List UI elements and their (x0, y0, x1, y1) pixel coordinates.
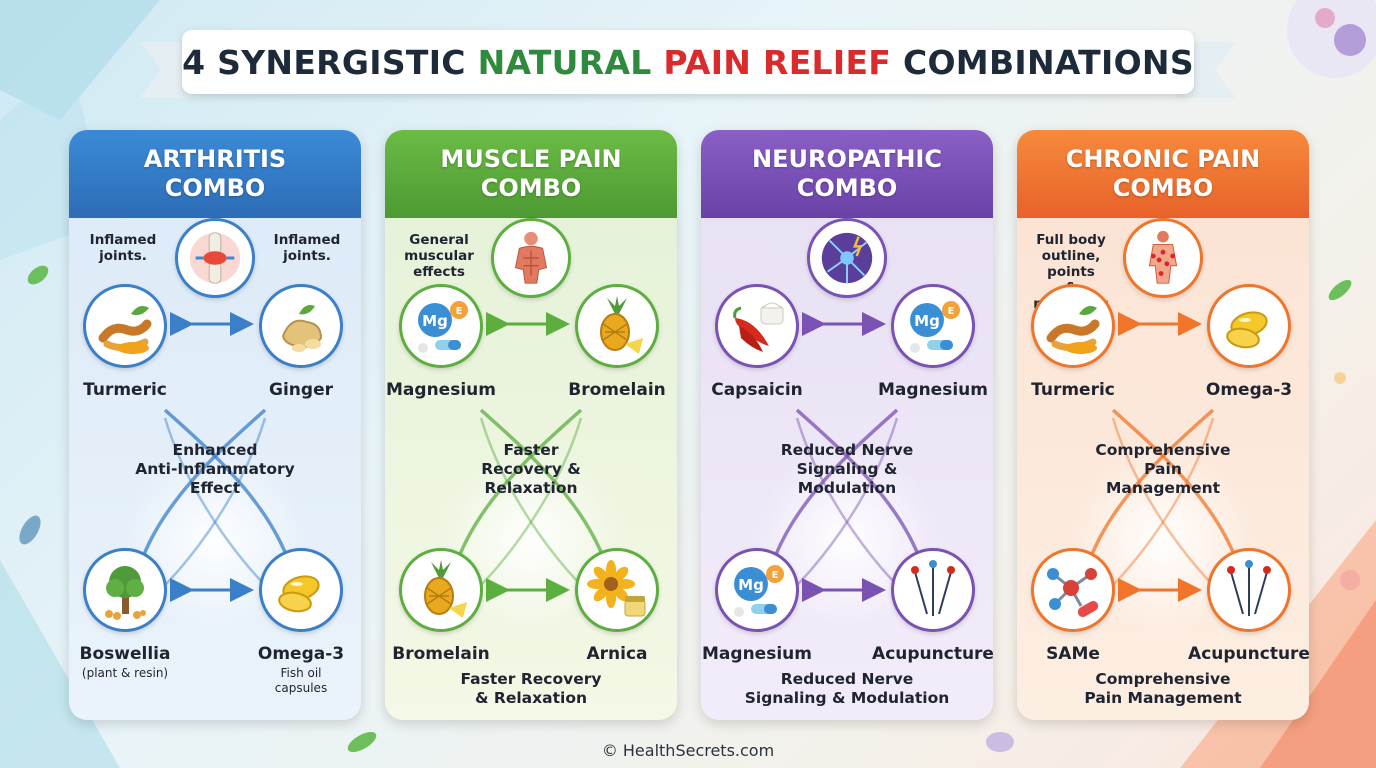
title-part-4: COMBINATIONS (902, 42, 1194, 82)
ingredient-label: Bromelain (568, 380, 666, 400)
boswellia-tree-icon (83, 548, 167, 632)
page-title: 4 SYNERGISTIC NATURAL PAIN RELIEF COMBIN… (182, 30, 1194, 94)
card-title-line-2: COMBO (480, 174, 582, 202)
ingredient-label: Arnica (586, 644, 648, 664)
svg-text:Mg: Mg (738, 576, 764, 594)
pineapple-icon (399, 548, 483, 632)
acupuncture-needles-icon (891, 548, 975, 632)
fish-oil-capsule-icon (259, 548, 343, 632)
turmeric-icon (83, 284, 167, 368)
ingredient-label: Ginger (269, 380, 333, 400)
card-title-line-1: MUSCLE PAIN (440, 145, 622, 173)
ingredient-label: Turmeric (1031, 380, 1115, 400)
ingredient-label: SAMe (1046, 644, 1100, 664)
ingredient-label: Magnesium (878, 380, 988, 400)
chili-pepper-icon (715, 284, 799, 368)
ingredient-label: Turmeric (83, 380, 167, 400)
card-footer-text: Faster Recovery& Relaxation (460, 670, 602, 707)
molecule-icon (1031, 548, 1115, 632)
ingredient-label: Acupuncture (872, 644, 993, 664)
pineapple-icon (575, 284, 659, 368)
fish-oil-capsule-icon (1207, 284, 1291, 368)
ginger-icon (259, 284, 343, 368)
ingredient-label: Capsaicin (711, 380, 803, 400)
svg-text:Mg: Mg (422, 312, 448, 330)
card-title-line-2: COMBO (164, 174, 266, 202)
acupuncture-needles-icon (1207, 548, 1291, 632)
knee-joint-icon (175, 218, 255, 298)
svg-text:E: E (456, 306, 463, 317)
arnica-flower-icon (575, 548, 659, 632)
turmeric-icon (1031, 284, 1115, 368)
magnesium-icon: Mg E (891, 284, 975, 368)
svg-text:E: E (948, 306, 955, 317)
copyright-text: © HealthSecrets.com (601, 741, 775, 760)
svg-text:E: E (772, 570, 779, 581)
title-part-1: 4 SYNERGISTIC (182, 42, 466, 82)
neuron-icon (807, 218, 887, 298)
card-title-line-2: COMBO (796, 174, 898, 202)
magnesium-icon: Mg E (715, 548, 799, 632)
ingredient-sub-label: (plant & resin) (81, 666, 169, 680)
card-title-line-1: CHRONIC PAIN (1065, 145, 1261, 173)
ingredient-label: Bromelain (392, 644, 490, 664)
ingredient-label: Boswellia (79, 644, 171, 664)
body-meridians-icon (1123, 218, 1203, 298)
ingredient-label: Magnesium (386, 380, 496, 400)
ingredient-label: Omega-3 (1205, 380, 1293, 400)
ingredient-label: Acupuncture (1188, 644, 1309, 664)
title-part-3: PAIN RELIEF (663, 42, 892, 82)
magnesium-icon: Mg E (399, 284, 483, 368)
ingredient-label: Magnesium (702, 644, 812, 664)
muscle-body-icon (491, 218, 571, 298)
card-title-line-1: ARTHRITIS (143, 145, 287, 173)
title-part-2: NATURAL (477, 42, 652, 82)
svg-text:Mg: Mg (914, 312, 940, 330)
card-title-line-2: COMBO (1112, 174, 1214, 202)
ingredient-label: Omega-3 (257, 644, 345, 664)
card-title-line-1: NEUROPATHIC (752, 145, 942, 173)
